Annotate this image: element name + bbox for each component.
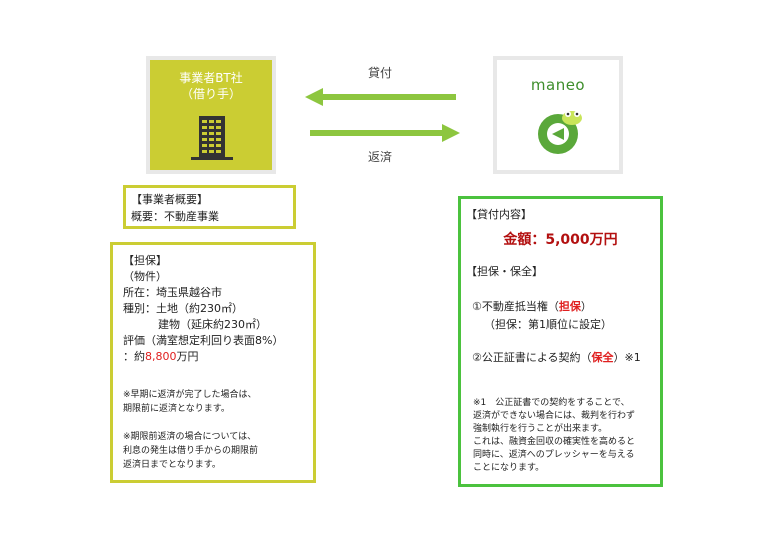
arrow-right-icon [310,124,460,142]
security-item-1-sub: （担保：第1順位に設定） [484,318,612,331]
borrower-name: 事業者BT社 [179,71,243,85]
frog-logo-icon [538,111,582,154]
loan-note-line-2: 返済ができない場合には、裁判を行わず [473,411,636,421]
lend-label: 貸付 [368,66,393,80]
collateral-box [110,242,316,483]
loan-note-line-5: 同時に、返済へのプレッシャーを与える [473,450,635,460]
loan-note-line-3: 強制執行を行うことが出来ます。 [473,424,608,434]
loan-note-line-1: ※1 公正証書での契約をすることで、 [473,398,630,408]
collateral-type-building: 建物（延床約230㎡） [158,318,267,331]
collateral-note1-line1: ※早期に返済が完了した場合は、 [123,390,257,400]
collateral-note2-line2: 利息の発生は借り手からの期限前 [123,446,259,456]
loan-box [458,196,663,487]
lender-name: maneo [530,76,586,94]
collateral-type-land: 種別：土地（約230㎡） [123,302,243,315]
overview-heading: 【事業者概要】 [131,193,208,206]
arrow-left-icon [305,88,456,106]
security-item-1: ①不動産抵当権（担保） [472,300,592,313]
repay-label: 返済 [368,150,393,164]
collateral-value-amount: 8,800 [145,350,177,363]
overview-body: 概要：不動産事業 [131,210,219,223]
loan-note-line-4: これは、融資金回収の確実性を高めると [473,437,636,447]
collateral-valuation: 評価（満室想定利回り表面8%） [123,334,284,347]
borrower-role: （借り手） [180,87,241,101]
loan-note-line-6: ことになります。 [473,463,545,473]
collateral-note1-line2: 期限前に返済となります。 [123,404,230,414]
collateral-property-label: （物件） [123,270,167,283]
collateral-heading: 【担保】 [123,254,167,267]
overview-box [123,185,296,229]
loan-amount: 金額：5,000万円 [503,232,618,248]
security-heading: 【担保・保全】 [466,265,543,278]
building-icon [191,116,233,160]
loan-heading: 【貸付内容】 [466,208,532,221]
security-item-1-tag: 担保 [558,300,581,313]
collateral-location: 所在：埼玉県越谷市 [123,286,222,299]
collateral-note2-line3: 返済日までとなります。 [123,460,221,470]
collateral-value: ：約8,800万円 [123,350,199,363]
security-item-2: ②公正証書による契約（保全）※1 [472,351,641,364]
security-item-2-tag: 保全 [591,351,614,364]
collateral-note2-line1: ※期限前返済の場合については、 [123,432,257,442]
